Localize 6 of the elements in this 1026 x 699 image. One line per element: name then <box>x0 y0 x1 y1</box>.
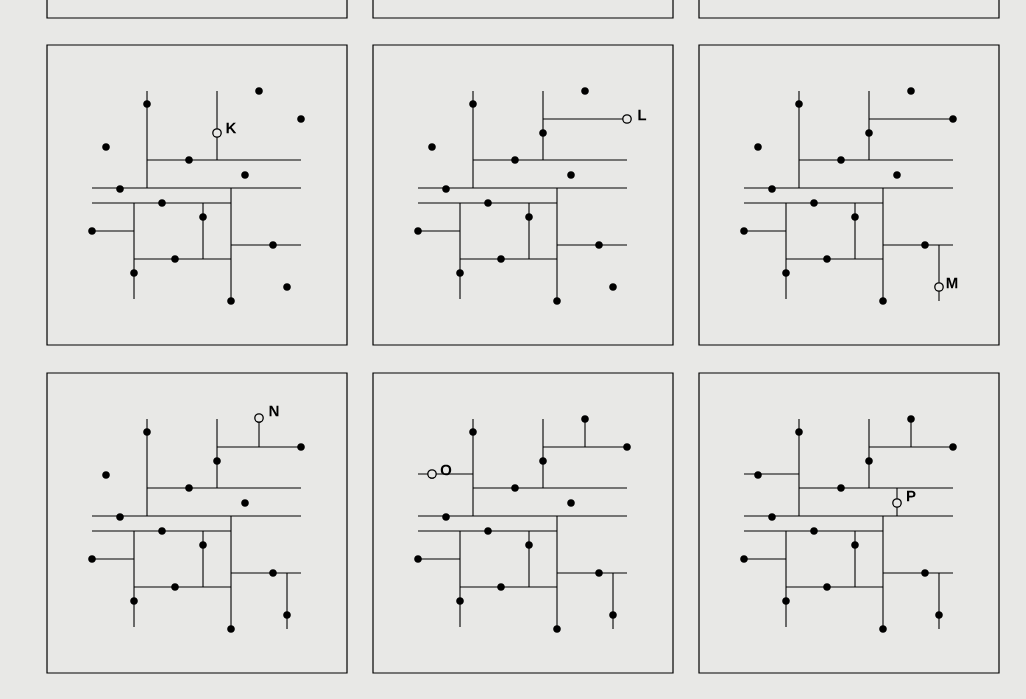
point-label: M <box>946 277 958 289</box>
point-label: L <box>638 109 647 121</box>
point-label: N <box>269 405 279 417</box>
point-label: O <box>440 464 452 476</box>
point-label: P <box>907 490 916 502</box>
point-label: K <box>226 122 237 134</box>
